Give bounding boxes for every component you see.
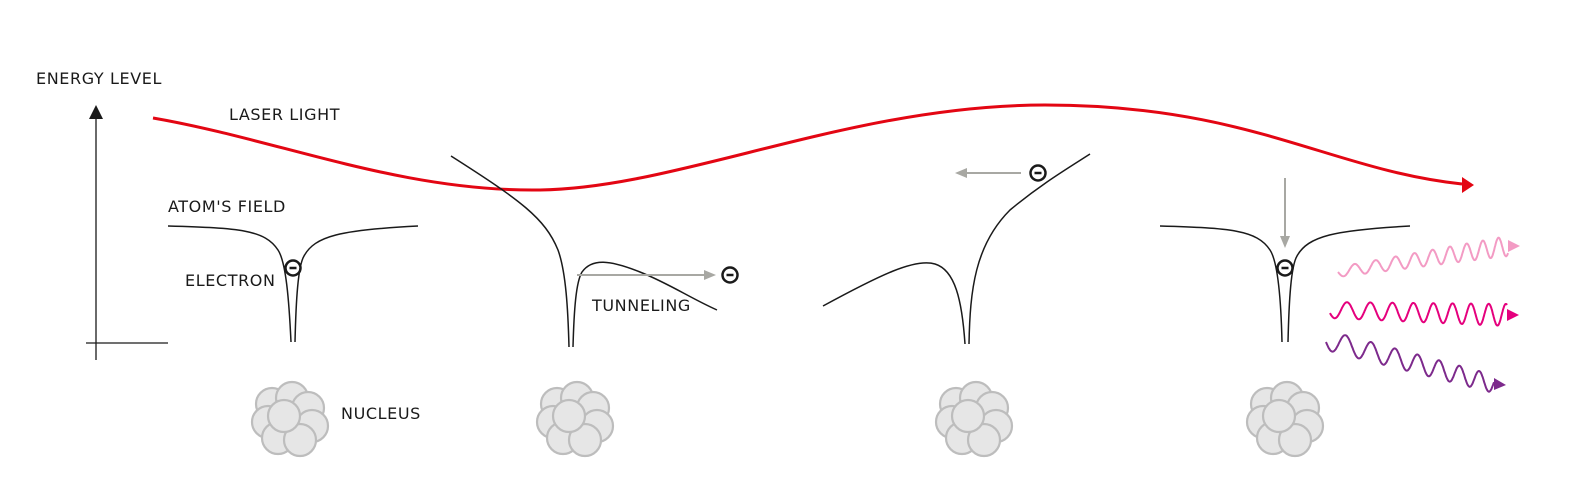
atoms-field-label: ATOM'S FIELD [168, 197, 286, 216]
nucleus-label: NUCLEUS [341, 404, 421, 423]
nucleus-icon [934, 380, 1014, 458]
electron-icon [1029, 164, 1047, 182]
potential-well-1-right [294, 225, 419, 343]
emission-light-pink-arrowhead [1508, 240, 1520, 252]
potential-well-4-left [1159, 225, 1283, 343]
nucleus-icon [535, 380, 615, 458]
return-arrowhead [955, 168, 967, 178]
recombination-arrowhead [1280, 236, 1290, 248]
emission-magenta-arrowhead [1507, 309, 1519, 321]
emission-wave-magenta [1329, 301, 1508, 327]
electron-icon [721, 266, 739, 284]
energy-level-label: ENERGY LEVEL [36, 69, 162, 88]
potential-well-1 [167, 225, 292, 343]
potential-well-3-right [968, 153, 1091, 345]
potential-well-3-left [822, 262, 966, 345]
tunneling-label: TUNNELING [592, 296, 691, 315]
laser-light-label: LASER LIGHT [229, 105, 341, 124]
laser-light-wave [152, 103, 1474, 193]
laser-wave-arrowhead [1462, 177, 1474, 193]
stage-3-return [822, 153, 1091, 345]
stage-4-recombination [1159, 178, 1520, 393]
laser-wave-curve [152, 103, 1463, 192]
stage-1-bound-electron [167, 225, 419, 343]
nucleus-icon [250, 380, 330, 458]
electron-icon [1276, 259, 1294, 277]
tunneling-arrowhead [704, 270, 716, 280]
nucleus-icon [1245, 380, 1325, 458]
emission-purple-arrowhead [1494, 378, 1506, 390]
energy-axis-arrowhead [89, 105, 103, 119]
stage-2-tunneling [450, 155, 739, 348]
potential-well-4-right [1287, 225, 1411, 343]
potential-well-2-left [450, 155, 570, 348]
nuclei-group [250, 380, 1325, 458]
emission-wave-purple [1325, 334, 1495, 393]
emission-wave-light-pink [1337, 236, 1509, 278]
electron-label: ELECTRON [185, 271, 276, 290]
energy-axis [86, 105, 168, 360]
potential-well-2-right [572, 261, 718, 348]
electron-icon [284, 259, 302, 277]
